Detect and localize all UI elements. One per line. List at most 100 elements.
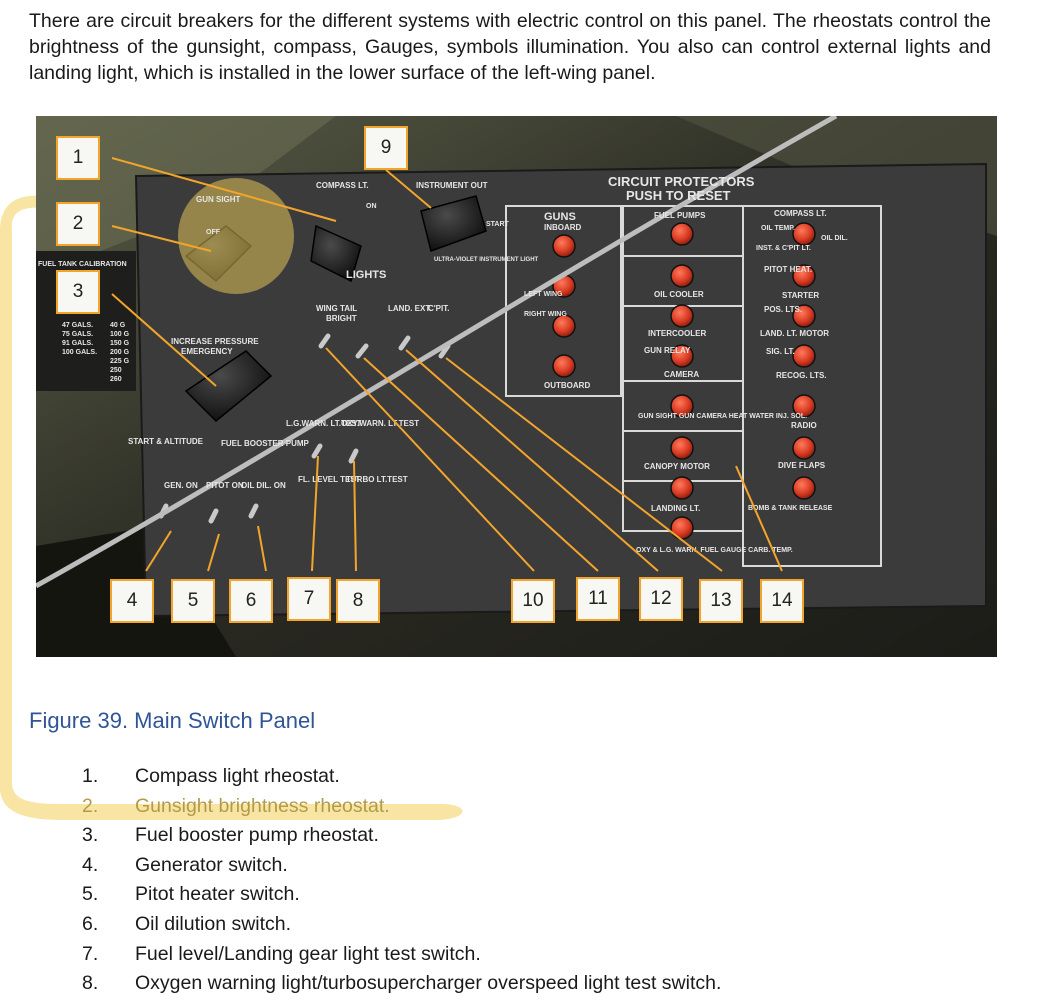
label-inst-cpit: INST. & C'PIT LT.	[756, 245, 811, 252]
label-gals2-2: 150 G	[110, 340, 130, 347]
label-push-to-reset: PUSH TO RESET	[626, 188, 731, 203]
label-fuel-booster-pump: FUEL BOOSTER PUMP	[221, 439, 310, 448]
label-fuel-pumps: FUEL PUMPS	[654, 211, 706, 220]
legend-number: 2.	[82, 794, 99, 817]
label-start-altitude: START & ALTITUDE	[128, 437, 204, 446]
label-emergency: EMERGENCY	[181, 347, 233, 356]
label-ultra-violet: ULTRA-VIOLET INSTRUMENT LIGHT	[434, 257, 539, 263]
label-lg-warn: L.G.WARN. LT.TEST	[286, 419, 362, 428]
label-land-ext: LAND. EXT.	[388, 304, 432, 313]
legend-text: Pitot heater switch.	[135, 883, 300, 906]
label-oxy-warn: OXY.WARN. LT.TEST	[341, 419, 419, 428]
callout-11: 11	[576, 577, 620, 621]
label-starter: STARTER	[782, 291, 819, 300]
label-left-wing: LEFT WING	[524, 291, 563, 298]
label-oil-dil: OIL DIL.	[821, 235, 848, 242]
label-wing-tail: WING TAIL	[316, 304, 357, 313]
intro-paragraph: There are circuit breakers for the diffe…	[29, 10, 991, 84]
label-compass-lt: COMPASS LT.	[316, 181, 369, 190]
label-fl-level-test: FL. LEVEL TEST	[298, 475, 361, 484]
label-land-lt-motor: LAND. LT. MOTOR	[760, 329, 829, 338]
legend-item: 3. Fuel booster pump rheostat.	[82, 821, 721, 851]
legend-text: Oxygen warning light/turbosupercharger o…	[135, 972, 722, 995]
label-guns: GUNS	[544, 211, 576, 223]
callout-13: 13	[699, 579, 743, 623]
legend-item: 6. Oil dilution switch.	[82, 910, 721, 940]
label-radio: RADIO	[791, 421, 817, 430]
label-oxy-lg-warn: OXY & L.G. WARN. FUEL GAUGE CARB. TEMP.	[636, 547, 793, 554]
callout-12: 12	[639, 577, 683, 621]
switch-panel-figure: GUN SIGHT COMPASS LT. INSTRUMENT OUT LIG…	[36, 116, 997, 657]
legend-number: 4.	[82, 853, 99, 876]
label-right-wing: RIGHT WING	[524, 311, 567, 318]
legend-number: 8.	[82, 972, 99, 995]
callout-3: 3	[56, 270, 100, 314]
legend-text: Oil dilution switch.	[135, 912, 292, 935]
legend-item: 5. Pitot heater switch.	[82, 880, 721, 910]
legend-text: Fuel booster pump rheostat.	[135, 824, 379, 847]
label-gun-sight: GUN SIGHT	[196, 195, 241, 204]
label-pitot-on: PITOT ON	[206, 481, 244, 490]
label-turbo-lt-test: TURBO LT.TEST	[346, 475, 408, 484]
legend-text: Generator switch.	[135, 853, 288, 876]
label-pos-lts: POS. LTS.	[764, 305, 802, 314]
label-oil-dil-on: OIL DIL. ON	[241, 481, 286, 490]
label-gals2-5: 250	[110, 367, 122, 374]
label-increase-pressure: INCREASE PRESSURE	[171, 337, 259, 346]
label-camera: CAMERA	[664, 370, 699, 379]
label-circuit-protectors: CIRCUIT PROTECTORS	[608, 174, 755, 189]
callout-2: 2	[56, 202, 100, 246]
callout-5: 5	[171, 579, 215, 623]
legend-text: Compass light rheostat.	[135, 765, 340, 787]
callout-7: 7	[287, 577, 331, 621]
legend-number: 3.	[82, 824, 99, 847]
legend-item: 8. Oxygen warning light/turbosupercharger…	[82, 969, 721, 999]
label-gals2-0: 40 G	[110, 322, 126, 329]
label-gun-relay: GUN RELAY	[644, 346, 691, 355]
label-gals-2: 91 GALS.	[62, 340, 93, 347]
label-gals2-4: 225 G	[110, 358, 130, 365]
label-oil-cooler: OIL COOLER	[654, 290, 704, 299]
label-gen-on: GEN. ON	[164, 481, 198, 490]
label-instrument-out: INSTRUMENT OUT	[416, 181, 488, 190]
label-landing-lt: LANDING LT.	[651, 504, 700, 513]
legend-list: 1.Compass light rheostat. 2.Gunsight bri…	[82, 762, 721, 999]
label-gals2-6: 260	[110, 376, 122, 383]
callout-10: 10	[511, 579, 555, 623]
label-dive-flaps: DIVE FLAPS	[778, 461, 826, 470]
label-gun-sight-camera: GUN SIGHT GUN CAMERA HEAT WATER INJ. SOL…	[638, 413, 807, 420]
callout-14: 14	[760, 579, 804, 623]
label-intercooler: INTERCOOLER	[648, 329, 706, 338]
label-oil-temp: OIL TEMP.	[761, 225, 795, 232]
label-cpit: C'PIT.	[428, 304, 449, 313]
label-lights: LIGHTS	[346, 269, 386, 281]
callout-1: 1	[56, 136, 100, 180]
label-sig-lt: SIG. LT.	[766, 347, 795, 356]
label-off: OFF	[206, 229, 221, 236]
label-gals-1: 75 GALS.	[62, 331, 93, 338]
legend-number: 5.	[82, 883, 99, 906]
label-gals-0: 47 GALS.	[62, 322, 93, 329]
label-on: ON	[366, 203, 377, 210]
label-bright: BRIGHT	[326, 314, 357, 323]
callout-4: 4	[110, 579, 154, 623]
label-gals2-1: 100 G	[110, 331, 130, 338]
label-recog-lts: RECOG. LTS.	[776, 371, 827, 380]
label-start: START	[486, 221, 510, 228]
label-outboard: OUTBOARD	[544, 381, 590, 390]
legend-number: 6.	[82, 912, 99, 935]
label-gals2-3: 200 G	[110, 349, 130, 356]
label-gals-3: 100 GALS.	[62, 349, 97, 356]
label-bomb-tank: BOMB & TANK RELEASE	[748, 505, 833, 512]
legend-text: Fuel level/Landing gear light test switc…	[135, 942, 481, 965]
label-fuel-tank: FUEL TANK CALIBRATION	[38, 261, 127, 268]
legend-number: 7.	[82, 942, 99, 965]
label-canopy-motor: CANOPY MOTOR	[644, 462, 710, 471]
label-compass-lt-right: COMPASS LT.	[774, 209, 827, 218]
callout-8: 8	[336, 579, 380, 623]
legend-number: 1.	[82, 765, 99, 787]
figure-caption: Figure 39. Main Switch Panel	[29, 708, 316, 733]
callout-6: 6	[229, 579, 273, 623]
legend-item: 7. Fuel level/Landing gear light test swi…	[82, 940, 721, 970]
legend-item: 1. Compass light rheostat.	[82, 762, 721, 792]
